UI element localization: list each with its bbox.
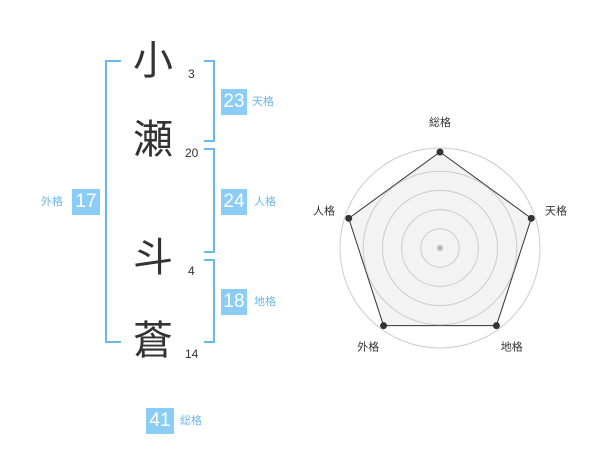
soukaku-label: 総格 [180,414,202,427]
name-char-2: 瀬 [133,117,173,163]
radar-point-3 [492,322,500,330]
radar-grid-ring-5 [339,147,541,349]
radar-point-2 [527,214,535,222]
radar-data-polygon [348,151,532,327]
chikaku-value-badge: 18 [221,289,247,315]
radar-inner-ring-3 [381,189,499,307]
tenkaku-bracket [204,60,215,142]
jinkaku-label: 人格 [254,195,276,208]
gaikaku-bracket [105,60,121,343]
jinkaku-bracket [204,148,215,253]
soukaku-value-badge: 41 [146,408,174,434]
radar-point-4 [380,322,388,330]
gaikaku-value-badge: 17 [72,189,100,215]
radar-axis-label-2: 天格 [545,203,567,217]
radar-inner-ring-1 [420,228,460,268]
tenkaku-value-badge: 23 [221,89,247,115]
radar-inner-ring-4 [362,170,518,326]
radar-axis-label-4: 外格 [357,340,379,354]
gaikaku-label: 外格 [41,195,63,208]
radar-point-1 [436,148,444,156]
radar-point-5 [345,214,353,222]
name-char-4: 蒼 [133,318,173,364]
radar-axis-label-1: 総格 [429,115,451,129]
chikaku-bracket [204,259,215,343]
name-char-3: 斗 [133,235,173,281]
name-char-1: 小 [133,38,173,84]
stroke-count-3: 4 [188,264,195,278]
radar-axis-label-5: 人格 [313,203,335,217]
tenkaku-label: 天格 [252,95,274,108]
stroke-count-2: 20 [185,146,199,160]
radar-inner-ring-2 [401,209,479,287]
radar-axis-label-3: 地格 [501,340,523,354]
stroke-count-4: 14 [185,347,199,361]
chikaku-label: 地格 [254,295,276,308]
radar-center-dot [437,245,443,251]
jinkaku-value-badge: 24 [221,189,247,215]
stroke-count-1: 3 [188,67,195,81]
